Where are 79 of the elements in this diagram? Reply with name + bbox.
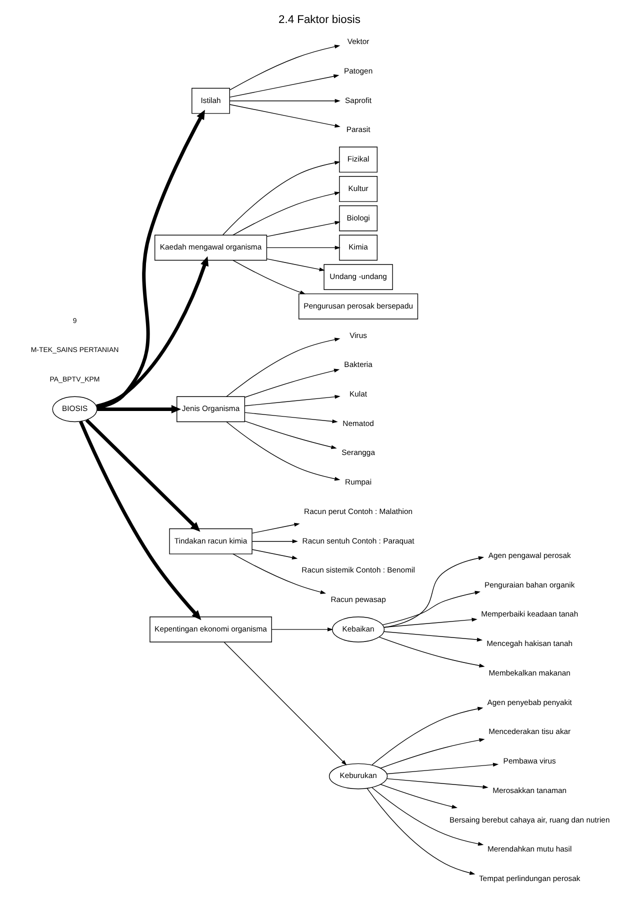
arrow — [266, 258, 324, 272]
node-text: Mencederakan tisu akar — [488, 727, 570, 736]
node-box: Tindakan racun kimia — [168, 528, 252, 554]
node-text: Nematod — [342, 418, 374, 428]
arrow — [251, 539, 298, 544]
node-box: Biologi — [338, 205, 378, 232]
node-text: Agen pengawal perosak — [488, 550, 570, 560]
node-text: Agen penyebab penyakit — [486, 698, 572, 707]
node-text: Serangga — [341, 448, 374, 458]
node-box: Kimia — [338, 234, 378, 261]
node-box: Kepentingan ekonomi organisma — [149, 616, 272, 642]
node-text: Penguraian bahan organik — [484, 580, 574, 590]
arrow — [244, 420, 336, 449]
arrow — [228, 98, 340, 103]
node-text: Bakteria — [344, 360, 372, 370]
node-text: Vektor — [346, 37, 369, 46]
node-box: Jenis Organisma — [176, 396, 245, 422]
node-box: Undang -undang — [323, 264, 392, 290]
arrow — [270, 627, 333, 632]
arrow — [382, 590, 480, 626]
node-text: Membekalkan makanan — [488, 668, 570, 678]
arrow — [380, 784, 457, 809]
node-text: Rumpai — [344, 478, 372, 487]
node-text: Racun pewasap — [330, 595, 386, 604]
arrow — [383, 556, 484, 628]
arrow — [78, 420, 201, 620]
node-ellipse: BIOSIS — [52, 396, 97, 422]
arrow — [232, 260, 306, 294]
arrow — [366, 788, 475, 875]
arrow — [383, 618, 477, 628]
node-ellipse: Kebaikan — [332, 616, 384, 642]
arrow — [266, 246, 340, 250]
arrow — [244, 394, 340, 406]
node-text: Patogen — [343, 66, 372, 76]
node-text: Tempat perlindungan perosak — [478, 874, 580, 884]
node-box: Kaedah mengawal organisma — [154, 234, 267, 261]
arrow — [383, 631, 482, 642]
node-text: Pembawa virus — [502, 756, 556, 766]
node-text: Merendahkan mutu hasil — [487, 844, 572, 854]
arrow — [226, 422, 340, 481]
arrow — [251, 522, 300, 534]
node-text: Kulat — [349, 389, 367, 398]
arrow — [232, 192, 340, 236]
node-text: Racun sentuh Contoh : Paraquat — [302, 536, 414, 546]
arrow — [226, 338, 340, 397]
arrow — [228, 104, 340, 128]
arrow — [386, 762, 498, 774]
arrow — [266, 220, 340, 237]
arrow — [244, 412, 338, 424]
node-text: Parasit — [346, 125, 370, 134]
node-box: Istilah — [191, 88, 230, 114]
node-text: Merosakkan tanaman — [492, 786, 566, 795]
arrow — [378, 636, 484, 668]
arrow — [96, 405, 181, 414]
arrow — [84, 418, 200, 532]
node-box: Kultur — [338, 176, 378, 202]
arrow — [232, 554, 326, 594]
arrow — [223, 642, 346, 766]
arrow — [228, 74, 339, 98]
arrow — [386, 778, 488, 789]
node-text: Racun perut Contoh : Malathion — [304, 506, 412, 516]
node-box: Fizikal — [338, 146, 378, 173]
arrow — [371, 706, 483, 766]
arrow — [380, 738, 484, 768]
arrow — [96, 256, 208, 408]
arrow — [229, 44, 340, 90]
node-box: Pengurusan perosak bersepadu — [298, 293, 418, 320]
node-ellipse: Keburukan — [328, 763, 388, 790]
node-text: Racun sistemik Contoh : Benomil — [301, 566, 414, 575]
diagram-title: 2.4 Faktor biosis — [278, 14, 360, 26]
arrow — [251, 549, 298, 560]
node-text: Bersaing berebut cahaya air, ruang dan nutrien — [448, 815, 610, 824]
node-text: Mencegah hakisan tanah — [486, 639, 572, 648]
node-text: Saprofit — [344, 96, 372, 105]
arrow — [371, 787, 484, 846]
node-text: Memperbaiki keadaan tanah — [480, 610, 578, 619]
arrow — [244, 368, 340, 398]
arrow — [222, 160, 340, 236]
node-text: Virus — [349, 330, 366, 340]
